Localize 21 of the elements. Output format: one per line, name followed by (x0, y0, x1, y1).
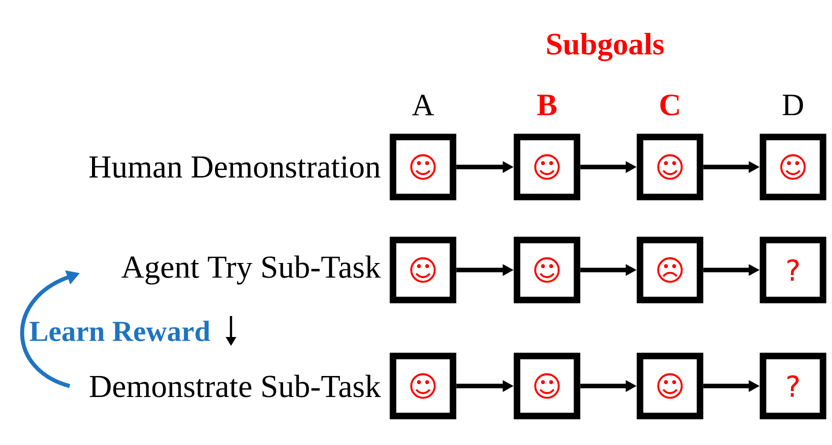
face-box: ☹ (636, 236, 704, 304)
row-label: Demonstrate Sub-Task (90, 374, 381, 398)
face-box: ? (760, 236, 826, 304)
face-box: ☺ (514, 134, 580, 200)
column-letter: A (412, 94, 434, 116)
column-letter: C (660, 94, 679, 116)
face-box: ☺ (390, 134, 456, 200)
face-box: ☺ (514, 352, 580, 420)
face-box: ☺ (760, 134, 826, 200)
face-box: ☺ (514, 236, 580, 304)
face-box: ☺ (636, 134, 704, 200)
column-letter: D (782, 94, 803, 116)
face-box: ☺ (390, 352, 456, 420)
face-box: ? (760, 352, 826, 420)
heading: Subgoals (547, 32, 664, 62)
row-label: Agent Try Sub-Task (121, 255, 381, 285)
column-letter: B (537, 94, 556, 116)
edge-label: Learn Reward (30, 320, 210, 342)
face-box: ☺ (636, 352, 704, 420)
face-box: ☺ (390, 236, 456, 304)
row-label: Human Demonstration (89, 156, 380, 178)
